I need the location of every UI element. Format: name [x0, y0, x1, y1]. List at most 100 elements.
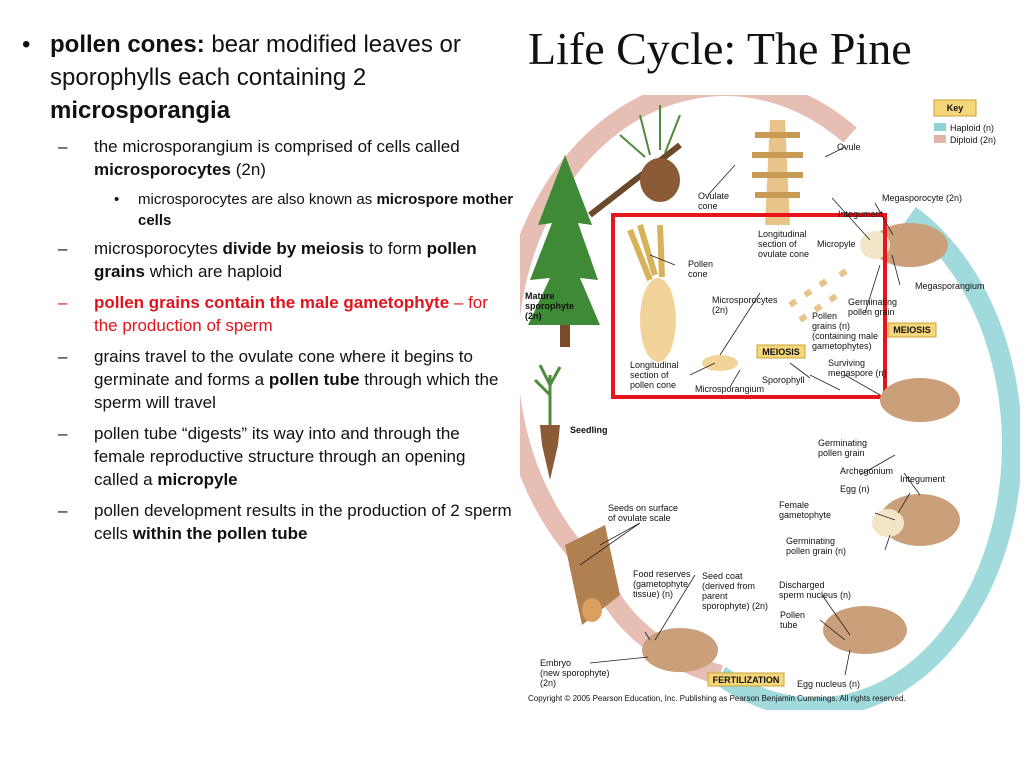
- label-female-gametophyte: Female: [779, 500, 809, 510]
- label-pollen-grains-2: grains (n): [812, 321, 850, 331]
- bullet-text: microsporocytes are also known as: [138, 191, 377, 208]
- label-integument-top: Integument: [838, 209, 884, 219]
- label-egg-nucleus: Egg nucleus (n): [797, 679, 860, 689]
- label-archegonium: Archegonium: [840, 466, 893, 476]
- pine-branch-icon: [588, 142, 682, 218]
- label-female-gametophyte-2: gametophyte: [779, 510, 831, 520]
- label-germinating-top: Germinating: [848, 297, 897, 307]
- label-surviving-megaspore-2: megaspore (n): [828, 368, 887, 378]
- ovule-low-icon: [880, 494, 960, 546]
- label-ovule: Ovule: [837, 142, 861, 152]
- bullet-text: grains travel to the ovulate cone where …: [94, 347, 473, 389]
- highlight-box: [611, 213, 887, 399]
- key-haploid-label: Haploid (n): [950, 123, 994, 133]
- copyright-notice: Copyright © 2005 Pearson Education, Inc.…: [528, 694, 906, 703]
- label-seedling: Seedling: [570, 425, 608, 435]
- sub-bullet-meiosis: – microsporocytes divide by meiosis to f…: [14, 237, 514, 283]
- term-meiosis: divide by meiosis: [222, 239, 365, 258]
- bullet-text: microsporocytes: [94, 239, 223, 258]
- label-longitudinal-ovulate: Longitudinal: [758, 229, 807, 239]
- label-seeds-2: of ovulate scale: [608, 513, 671, 523]
- term-microsporocytes: microsporocytes: [94, 160, 231, 179]
- label-mature-sporophyte: Mature: [525, 291, 555, 301]
- pine-trunk-icon: [560, 325, 570, 347]
- seedling-roots-icon: [540, 425, 560, 480]
- fertilization-badge: [707, 672, 785, 687]
- key-title: Key: [947, 103, 964, 113]
- seed-icon: [582, 598, 602, 622]
- label-longitudinal-pollen: Longitudinal: [630, 360, 679, 370]
- bullet-text: through which the sperm will travel: [94, 370, 499, 412]
- label-discharged: Discharged: [779, 580, 825, 590]
- term-within-tube: within the pollen tube: [132, 524, 308, 543]
- pine-cone-icon: [640, 158, 680, 202]
- sub-bullet-sperm-cells: – pollen development results in the prod…: [14, 499, 514, 545]
- meiosis-label-2: MEIOSIS: [893, 325, 931, 335]
- label-longitudinal-pollen-2: section of: [630, 370, 669, 380]
- label-seed-coat: Seed coat: [702, 571, 743, 581]
- seedling-icon: [533, 364, 562, 425]
- label-discharged-2: sperm nucleus (n): [779, 590, 851, 600]
- label-microsporangium: Microsporangium: [695, 384, 764, 394]
- bullet-text: pollen development results in the produc…: [94, 501, 512, 543]
- meiosis-label-1: MEIOSIS: [762, 347, 800, 357]
- bullet-text: – for the production of sperm: [94, 293, 488, 335]
- term-pollen-grains: pollen grains: [94, 239, 477, 281]
- ovule-icon: [872, 223, 948, 267]
- meiosis-badge-2: [887, 322, 937, 338]
- meiosis-badge-1: [756, 344, 806, 359]
- label-surviving-megaspore: Surviving: [828, 358, 865, 368]
- bullet-pollen-cones: • pollen cones: bear modified leaves or …: [14, 28, 514, 127]
- dash-marker: –: [58, 501, 68, 520]
- label-seed-coat-4: sporophyte) (2n): [702, 601, 768, 611]
- sub-sub-bullet-mother-cells: • microsporocytes are also known as micr…: [14, 189, 514, 231]
- label-microsporocytes: Microsporocytes: [712, 295, 778, 305]
- label-food-reserves: Food reserves: [633, 569, 691, 579]
- bullet-text: to form: [364, 239, 427, 258]
- pine-life-cycle-diagram: Key Haploid (n) Diploid (2n) MEIOSIS MEI…: [520, 95, 1020, 710]
- diploid-cycle-arrow: [520, 95, 857, 583]
- seed-scale-icon: [565, 525, 620, 625]
- ovule-mid-icon: [880, 378, 960, 422]
- label-pollen-cone-2: cone: [688, 269, 708, 279]
- fertilization-ovule-icon: [823, 606, 907, 654]
- bullet-marker: •: [22, 31, 31, 58]
- label-ovulate-cone-2: cone: [698, 201, 718, 211]
- ovulate-scales-icon: [752, 132, 803, 198]
- bullet-text: bear modified leaves or sporophylls each…: [50, 31, 461, 91]
- sub-bullet-male-gametophyte: – pollen grains contain the male gametop…: [14, 291, 514, 337]
- label-mature-sporophyte-3: (2n): [525, 311, 542, 321]
- label-microsporocytes-2: (2n): [712, 305, 728, 315]
- label-longitudinal-pollen-3: pollen cone: [630, 380, 676, 390]
- pine-needles-icon: [619, 105, 681, 158]
- haploid-swatch: [934, 123, 946, 131]
- label-embryo-2: (new sporophyte): [540, 668, 610, 678]
- dash-marker: –: [58, 424, 68, 443]
- term-micropyle: micropyle: [157, 470, 238, 489]
- fertilization-label: FERTILIZATION: [713, 675, 780, 685]
- key-diploid-label: Diploid (2n): [950, 135, 996, 145]
- term-mother-cells: microspore mother cells: [138, 191, 514, 229]
- bullet-list: • pollen cones: bear modified leaves or …: [14, 28, 514, 553]
- label-food-reserves-3: tissue) (n): [633, 589, 673, 599]
- label-longitudinal-ovulate-2: section of: [758, 239, 797, 249]
- term-pollen-cones: pollen cones:: [50, 31, 205, 58]
- label-pollen-grains-4: gametophytes): [812, 341, 872, 351]
- dash-marker: –: [58, 293, 68, 312]
- bullet-marker: •: [114, 191, 120, 208]
- term-pollen-tube: pollen tube: [268, 370, 360, 389]
- label-embryo-3: (2n): [540, 678, 556, 688]
- leader-lines: [579, 146, 921, 676]
- diploid-swatch: [934, 135, 946, 143]
- label-pollen-tube: Pollen: [780, 610, 805, 620]
- pollen-cone-section-icon: [640, 278, 676, 362]
- label-egg: Egg (n): [840, 484, 870, 494]
- pollen-cone-icon: [627, 224, 665, 282]
- bullet-text: pollen tube “digests” its way into and t…: [94, 424, 466, 489]
- label-seed-coat-2: (derived from: [702, 581, 755, 591]
- label-micropyle: Micropyle: [817, 239, 856, 249]
- female-gametophyte-icon: [872, 509, 904, 537]
- label-integument: Integument: [900, 474, 946, 484]
- term-male-gametophyte: pollen grains contain the male gametophy…: [94, 293, 450, 312]
- slide-title: Life Cycle: The Pine: [528, 23, 912, 74]
